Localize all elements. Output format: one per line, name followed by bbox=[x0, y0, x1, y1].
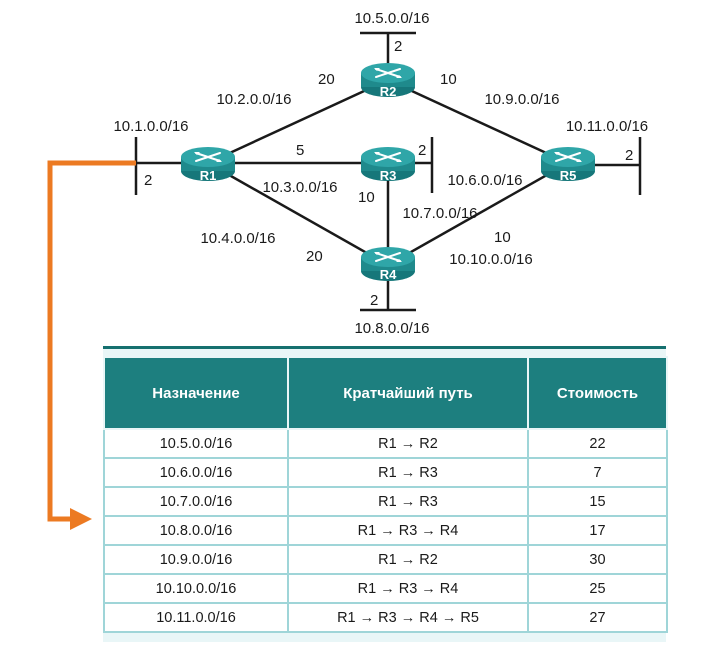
path-cell: R1 → R2 bbox=[287, 544, 529, 575]
cost-cell: 15 bbox=[527, 486, 668, 517]
destination-cell: 10.5.0.0/16 bbox=[103, 428, 289, 459]
cost-label-r1-r2: 20 bbox=[318, 71, 335, 88]
destination-cell: 10.10.0.0/16 bbox=[103, 573, 289, 604]
cost-label-r5-stub: 2 bbox=[625, 147, 633, 164]
cost-cell: 30 bbox=[527, 544, 668, 575]
table-row: 10.7.0.0/16 R1 → R3 15 bbox=[103, 486, 668, 517]
network-label-r1-r4: 10.4.0.0/16 bbox=[200, 230, 275, 247]
cost-cell: 27 bbox=[527, 602, 668, 633]
table-top-rule bbox=[103, 346, 666, 353]
cost-cell: 7 bbox=[527, 457, 668, 488]
cost-cell: 25 bbox=[527, 573, 668, 604]
path-cell: R1 → R2 bbox=[287, 428, 529, 459]
router-name-r2: R2 bbox=[380, 84, 397, 99]
path-cell: R1 → R3 → R4 → R5 bbox=[287, 602, 529, 633]
destination-cell: 10.7.0.0/16 bbox=[103, 486, 289, 517]
orange-arrow-icon bbox=[47, 160, 136, 530]
path-cell: R1 → R3 bbox=[287, 457, 529, 488]
table-header-row: Назначение Кратчайший путь Стоимость bbox=[103, 356, 668, 430]
link-r2-r5 bbox=[387, 78, 569, 165]
cost-label-r3-r4: 10 bbox=[358, 189, 375, 206]
destination-cell: 10.8.0.0/16 bbox=[103, 515, 289, 546]
cost-cell: 17 bbox=[527, 515, 668, 546]
column-header-destination: Назначение bbox=[103, 356, 289, 430]
link-r4-r5 bbox=[387, 161, 569, 267]
table-row: 10.10.0.0/16 R1 → R3 → R4 25 bbox=[103, 573, 668, 604]
destination-cell: 10.11.0.0/16 bbox=[103, 602, 289, 633]
cost-label-r2-r5: 10 bbox=[440, 71, 457, 88]
cost-label-r3-stub: 2 bbox=[418, 142, 426, 159]
network-label-r4-stub: 10.8.0.0/16 bbox=[354, 320, 429, 337]
network-label-r1-r3: 10.3.0.0/16 bbox=[262, 179, 337, 196]
route-table: Назначение Кратчайший путь Стоимость 10.… bbox=[103, 356, 668, 633]
path-cell: R1 → R3 → R4 bbox=[287, 573, 529, 604]
network-label-r1-r2: 10.2.0.0/16 bbox=[216, 91, 291, 108]
router-name-r1: R1 bbox=[200, 168, 217, 183]
cost-label-r1-stub: 2 bbox=[144, 172, 152, 189]
link-r1-r4 bbox=[207, 161, 389, 267]
router-name-r4: R4 bbox=[380, 267, 397, 282]
router-name-r3: R3 bbox=[380, 168, 397, 183]
cost-label-r2-stub: 2 bbox=[394, 38, 402, 55]
network-label-r2-r5: 10.9.0.0/16 bbox=[484, 91, 559, 108]
column-header-shortest-path: Кратчайший путь bbox=[287, 356, 529, 430]
cost-label-r1-r3: 5 bbox=[296, 142, 304, 159]
column-header-cost: Стоимость bbox=[527, 356, 668, 430]
shortest-path-table: Назначение Кратчайший путь Стоимость 10.… bbox=[103, 346, 668, 642]
table-row: 10.6.0.0/16 R1 → R3 7 bbox=[103, 457, 668, 488]
router-name-r5: R5 bbox=[560, 168, 577, 183]
network-label-r3-r4: 10.7.0.0/16 bbox=[402, 205, 477, 222]
network-label-r4-r5: 10.10.0.0/16 bbox=[449, 251, 532, 268]
link-r1-r2 bbox=[207, 78, 389, 165]
cost-label-r1-r4: 20 bbox=[306, 248, 323, 265]
network-label-r3-stub: 10.6.0.0/16 bbox=[447, 172, 522, 189]
path-cell: R1 → R3 → R4 bbox=[287, 515, 529, 546]
cost-cell: 22 bbox=[527, 428, 668, 459]
cost-label-r4-stub: 2 bbox=[370, 292, 378, 309]
network-label-r2-stub: 10.5.0.0/16 bbox=[354, 10, 429, 27]
path-cell: R1 → R3 bbox=[287, 486, 529, 517]
table-row: 10.5.0.0/16 R1 → R2 22 bbox=[103, 428, 668, 459]
network-label-r1-stub: 10.1.0.0/16 bbox=[113, 118, 188, 135]
links bbox=[134, 31, 642, 312]
table-row: 10.9.0.0/16 R1 → R2 30 bbox=[103, 544, 668, 575]
table-row: 10.11.0.0/16 R1 → R3 → R4 → R5 27 bbox=[103, 602, 668, 633]
network-label-r5-stub: 10.11.0.0/16 bbox=[566, 118, 648, 135]
destination-cell: 10.9.0.0/16 bbox=[103, 544, 289, 575]
cost-label-r4-r5: 10 bbox=[494, 229, 511, 246]
destination-cell: 10.6.0.0/16 bbox=[103, 457, 289, 488]
table-row: 10.8.0.0/16 R1 → R3 → R4 17 bbox=[103, 515, 668, 546]
